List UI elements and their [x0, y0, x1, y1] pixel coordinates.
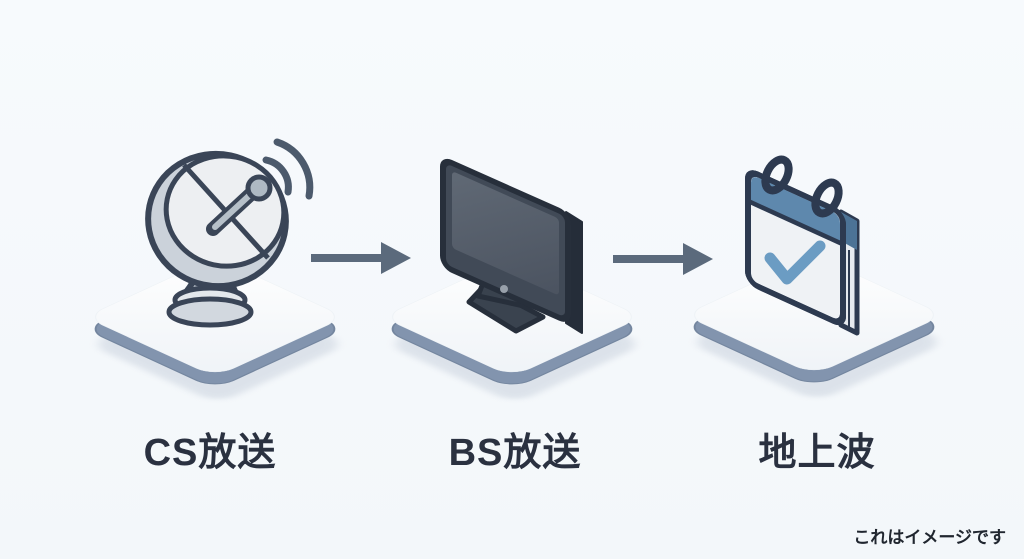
step-label-bs-broadcast: BS放送: [448, 432, 582, 474]
calendar-check-icon: [745, 155, 860, 336]
tv-monitor-icon: [440, 158, 583, 334]
signal-wave-icon: [262, 156, 292, 196]
binder-ring-icon: [761, 155, 793, 195]
arrow-right-icon: [311, 242, 411, 274]
binder-ring-icon: [811, 178, 843, 218]
image-disclaimer-note: これはイメージです: [853, 528, 1006, 547]
step-label-terrestrial: 地上波: [758, 432, 876, 474]
arrow-right-icon: [613, 243, 713, 275]
satellite-dish-icon: [145, 138, 314, 328]
power-led-icon: [500, 285, 508, 293]
signal-wave-icon: [273, 138, 314, 200]
checkmark-icon: [764, 240, 826, 285]
step-label-cs-broadcast: CS放送: [143, 432, 277, 474]
